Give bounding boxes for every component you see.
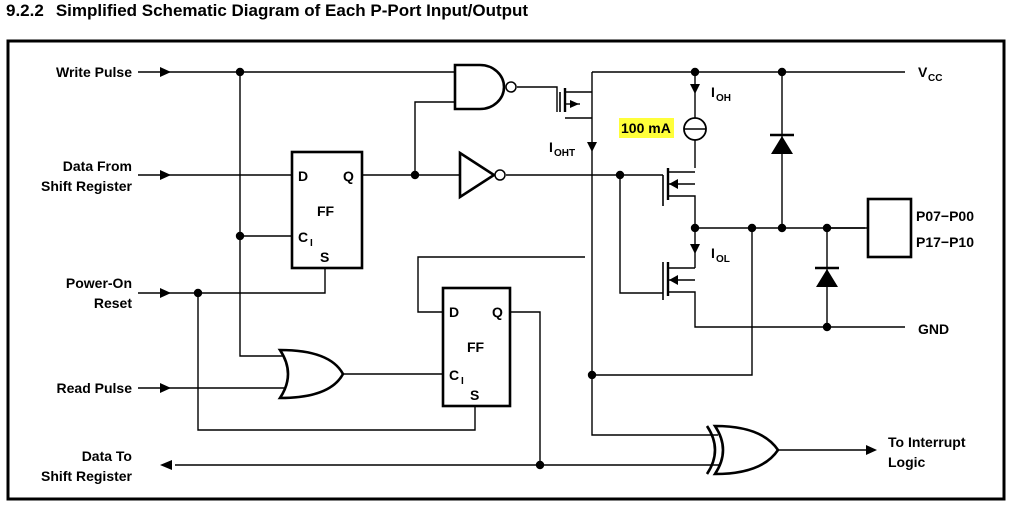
junction-dots [193,67,832,470]
ff2-q-pin: Q [492,304,503,320]
ioh-label-sub: OH [716,93,731,104]
ff1-q-pin: Q [343,168,354,184]
port-label-1: P07−P00 [916,208,974,224]
data-from-label-1: Data From [63,158,132,174]
current-source [683,117,707,141]
flip-flop-2: D Q FF C I S [441,286,512,408]
current-highlight [619,118,674,138]
ff2-d-pin: D [449,304,459,320]
lower-nmos-transistor [662,262,696,300]
ioh-label: I [711,84,715,100]
ioht-label-sub: OHT [554,148,575,159]
to-interrupt-label-1: To Interrupt [888,434,966,450]
ioht-label: I [549,139,553,155]
wires [138,71,905,466]
port-pin-box [866,197,913,259]
gnd-clamp-diode [815,266,839,287]
section-number: 9.2.2 [6,1,44,20]
vcc-clamp-diode [770,133,794,154]
nand-gate [453,63,517,111]
or-gate [277,348,345,400]
power-on-label-1: Power-On [66,275,132,291]
arrowheads [160,67,877,470]
ff1-d-pin: D [298,168,308,184]
data-to-label-1: Data To [82,448,132,464]
iol-label-sub: OL [716,254,730,265]
section-title: Simplified Schematic Diagram of Each P-P… [55,1,529,20]
upper-nmos-transistor [662,168,696,206]
pmos-transistor [559,88,592,112]
data-from-label-2: Shift Register [41,178,133,194]
vcc-label: V [918,64,928,80]
port-label-2: P17−P10 [916,234,974,250]
ff1-s-pin: S [320,249,329,265]
iol-label: I [711,245,715,261]
flip-flop-1: D Q FF C I S [290,150,364,270]
power-on-label-2: Reset [94,295,132,311]
read-pulse-label: Read Pulse [57,380,133,396]
ff1-label: FF [317,203,335,219]
inverter-gate [458,150,506,200]
ff2-s-pin: S [470,387,479,403]
ff1-c-sub: I [310,238,313,249]
ff1-c-pin: C [298,229,308,245]
ff2-c-pin: C [449,367,459,383]
data-to-label-2: Shift Register [41,468,133,484]
ff2-c-sub: I [461,376,464,387]
current-source-label: 100 mA [621,120,671,136]
diagram-frame [6,39,1006,501]
xor-gate [705,424,780,476]
vcc-label-sub: CC [928,73,942,84]
write-pulse-label: Write Pulse [56,64,132,80]
ff2-label: FF [467,339,485,355]
gnd-label: GND [918,321,949,337]
diagram-heading: 9.2.2 Simplified Schematic Diagram of Eac… [6,1,528,21]
to-interrupt-label-2: Logic [888,454,926,470]
